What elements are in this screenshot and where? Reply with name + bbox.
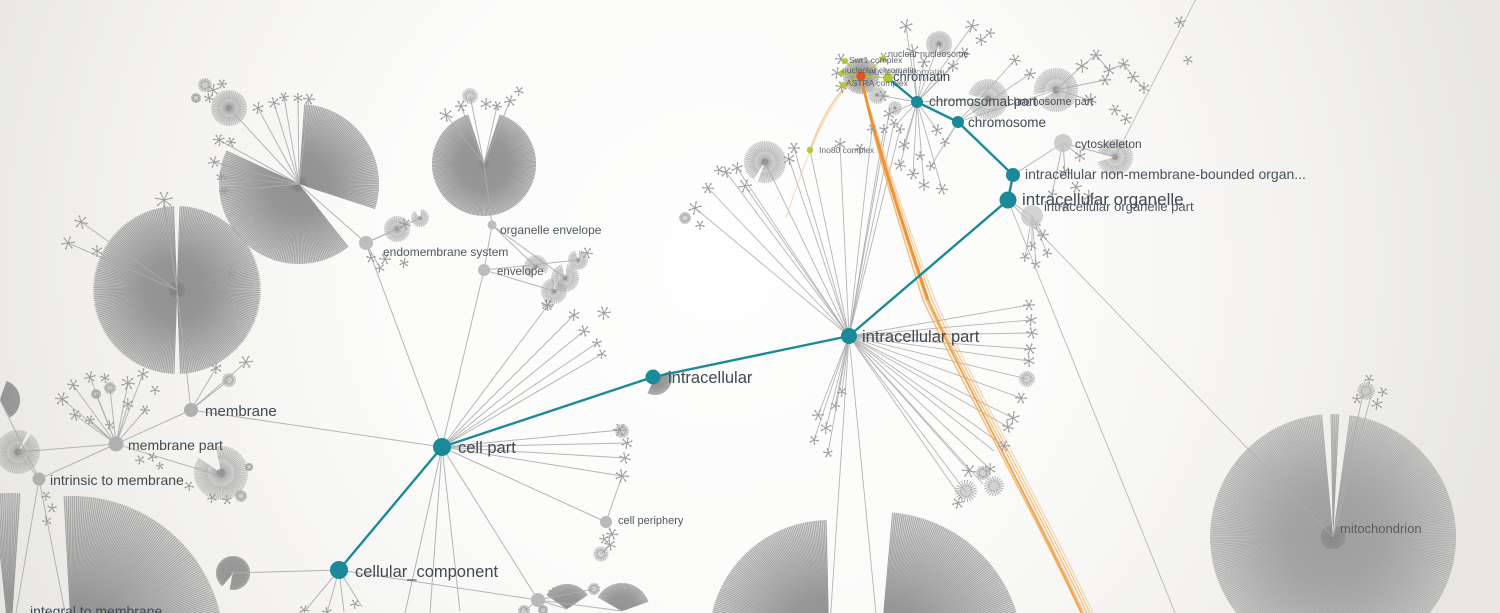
svg-text:intracellular non-membrane-bou: intracellular non-membrane-bounded organ… (1025, 166, 1306, 182)
svg-text:endomembrane system: endomembrane system (383, 245, 508, 259)
svg-text:cell part: cell part (458, 439, 516, 457)
svg-text:membrane part: membrane part (128, 437, 223, 453)
svg-text:cell periphery: cell periphery (618, 515, 684, 527)
svg-text:intracellular: intracellular (668, 369, 753, 387)
svg-text:chromosome: chromosome (968, 115, 1046, 130)
svg-text:intracellular organelle: intracellular organelle (1022, 190, 1184, 209)
svg-text:intracellular part: intracellular part (862, 328, 980, 346)
svg-text:cytoskeleton: cytoskeleton (1075, 137, 1142, 151)
svg-text:cellular_component: cellular_component (355, 563, 499, 581)
svg-text:chromosomal part: chromosomal part (929, 94, 1037, 109)
svg-text:mitochondrion: mitochondrion (1340, 521, 1422, 536)
svg-text:chromatin: chromatin (893, 69, 950, 84)
svg-text:envelope: envelope (497, 266, 544, 278)
svg-text:chromosome part: chromosome part (1008, 96, 1094, 108)
svg-text:nuclear chromatin: nuclear chromatin (869, 67, 945, 78)
svg-text:organelle envelope: organelle envelope (500, 223, 602, 237)
svg-text:nuclear nucleosome: nuclear nucleosome (888, 49, 969, 59)
svg-text:intracellular organelle part: intracellular organelle part (1044, 199, 1194, 214)
svg-text:membrane: membrane (205, 403, 277, 420)
svg-text:nucleolar chromatin: nucleolar chromatin (842, 65, 916, 75)
svg-text:ASTRA complex: ASTRA complex (846, 78, 909, 88)
svg-text:Ino80 complex: Ino80 complex (819, 145, 875, 155)
svg-text:Swr1 complex: Swr1 complex (849, 55, 903, 65)
svg-text:integral to membrane: integral to membrane (30, 603, 163, 613)
svg-text:intrinsic to membrane: intrinsic to membrane (50, 472, 184, 488)
